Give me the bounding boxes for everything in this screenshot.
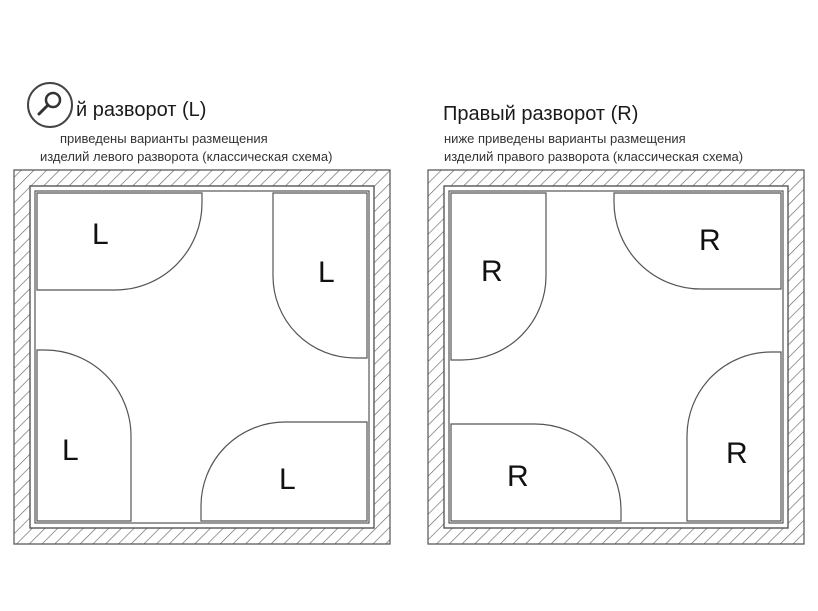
right-letter-1: R bbox=[481, 255, 503, 288]
left-fixture-bottom-right bbox=[200, 421, 368, 522]
right-fixture-top-left bbox=[450, 192, 547, 361]
left-fixture-top-left bbox=[36, 192, 203, 291]
right-subtitle-line2: изделий правого разворота (классическая … bbox=[444, 149, 744, 164]
left-fixture-bottom-left bbox=[36, 349, 132, 522]
right-fixture-bottom-left bbox=[450, 423, 622, 522]
right-room-walls bbox=[427, 169, 805, 545]
right-letter-4: R bbox=[726, 437, 748, 470]
right-letter-3: R bbox=[507, 460, 529, 493]
right-title: Правый разворот (R) bbox=[443, 103, 639, 125]
left-room-walls bbox=[13, 169, 391, 545]
left-title: й разворот (L) bbox=[76, 99, 207, 121]
left-fixtures bbox=[36, 192, 368, 522]
left-letter-4: L bbox=[279, 463, 296, 496]
right-fixtures bbox=[450, 192, 782, 522]
right-subtitle-line1: ниже приведены варианты размещения bbox=[444, 131, 686, 146]
left-letter-2: L bbox=[318, 256, 335, 289]
left-letter-3: L bbox=[62, 434, 79, 467]
left-subtitle-line2: изделий левого разворота (классическая с… bbox=[40, 149, 333, 164]
magnifier-icon[interactable] bbox=[26, 81, 74, 129]
right-fixture-top-right bbox=[613, 192, 782, 290]
left-subtitle-line1: приведены варианты размещения bbox=[60, 131, 268, 146]
right-fixture-bottom-right bbox=[686, 351, 782, 522]
left-letter-1: L bbox=[92, 218, 109, 251]
right-letter-2: R bbox=[699, 224, 721, 257]
left-fixture-top-right bbox=[272, 192, 368, 359]
